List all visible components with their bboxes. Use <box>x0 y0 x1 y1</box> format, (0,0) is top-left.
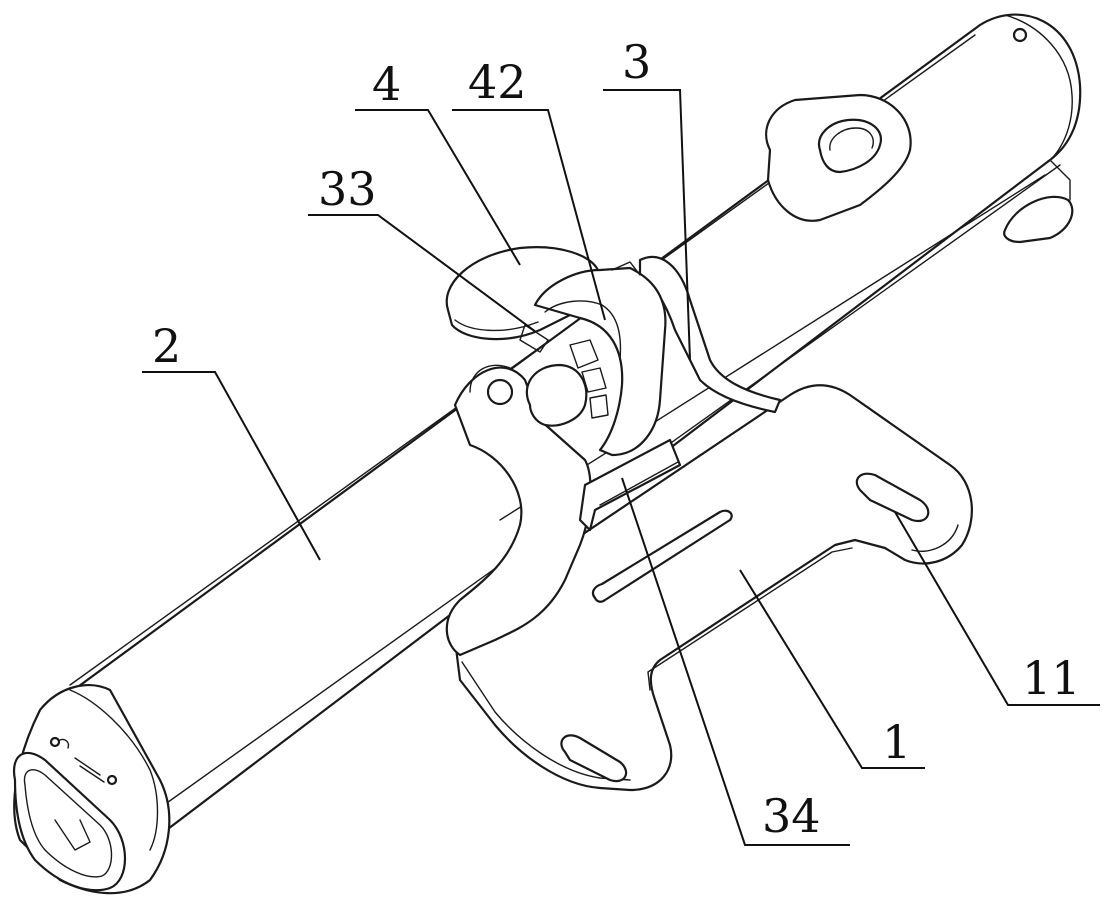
hinge-lug-hole <box>488 380 512 404</box>
label-1: 1 <box>882 715 911 769</box>
label-3: 3 <box>622 35 651 89</box>
label-4: 4 <box>372 57 401 111</box>
label-34: 34 <box>762 789 821 843</box>
end-cap-hole <box>1014 29 1026 41</box>
label-2: 2 <box>152 319 181 373</box>
label-11: 11 <box>1022 651 1081 705</box>
leader-4 <box>355 110 520 265</box>
label-42: 42 <box>468 55 527 109</box>
label-33: 33 <box>318 162 377 216</box>
